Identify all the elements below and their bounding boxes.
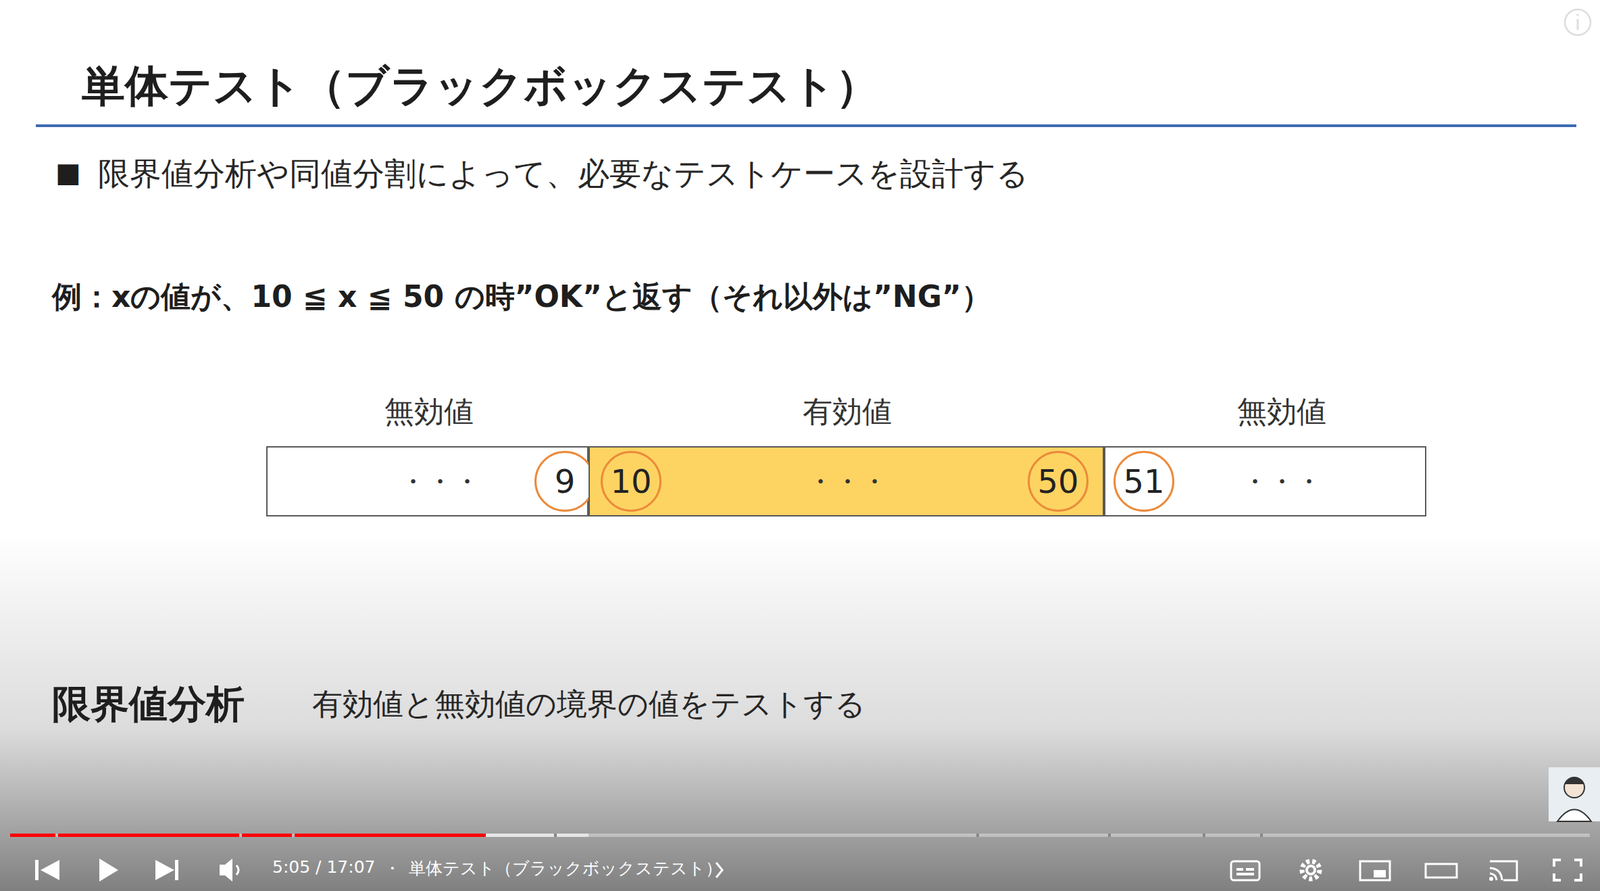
ellipsis-dots: ・・・	[399, 462, 481, 500]
ellipsis-dots: ・・・	[1241, 462, 1323, 500]
slide-title: 単体テスト（ブラックボックステスト）	[81, 56, 880, 116]
avatar-thumbnail	[1548, 766, 1600, 821]
range-heading: 無効値	[384, 391, 474, 432]
value-range-band: 無効値・・・9	[266, 445, 589, 517]
video-time: 5:05 / 17:07	[272, 856, 376, 880]
term-heading: 限界値分析	[52, 678, 245, 731]
boundary-value-circle: 9	[534, 450, 596, 512]
value-range-band: 無効値・・・51	[1104, 445, 1427, 517]
bullet-mark: ■	[55, 156, 82, 188]
boundary-value-circle: 50	[1027, 450, 1089, 512]
range-heading: 有効値	[802, 391, 892, 432]
boundary-value: 50	[1037, 462, 1079, 500]
boundary-value-circle: 51	[1113, 450, 1175, 512]
boundary-value: 51	[1122, 462, 1165, 500]
value-range-band: 有効値・・・1050	[588, 445, 1105, 517]
info-icon	[1564, 9, 1591, 36]
ellipsis-dots: ・・・	[806, 462, 888, 500]
progress-bar	[10, 833, 1590, 837]
player-controls	[35, 858, 1582, 882]
player-shade	[0, 533, 1600, 891]
range-heading: 無効値	[1237, 391, 1327, 432]
boundary-value: 10	[610, 462, 652, 500]
boundary-value: 9	[554, 462, 576, 500]
title-rule	[35, 124, 1577, 128]
boundary-value-circle: 10	[600, 450, 662, 512]
separator-dot: ・	[383, 856, 401, 880]
example-text: 例：xの値が、10 ≦ x ≦ 50 の時”OK”と返す（それ以外は”NG”）	[52, 277, 992, 317]
term-definition: 有効値と無効値の境界の値をテストする	[312, 683, 866, 725]
bullet-text: 限界値分析や同値分割によって、必要なテストケースを設計する	[97, 152, 1029, 196]
chapter-title: 単体テスト（ブラックボックステスト）	[408, 856, 723, 880]
player-chapter-row: 5:05 / 17:07 ・単体テスト（ブラックボックステスト）	[272, 856, 723, 880]
